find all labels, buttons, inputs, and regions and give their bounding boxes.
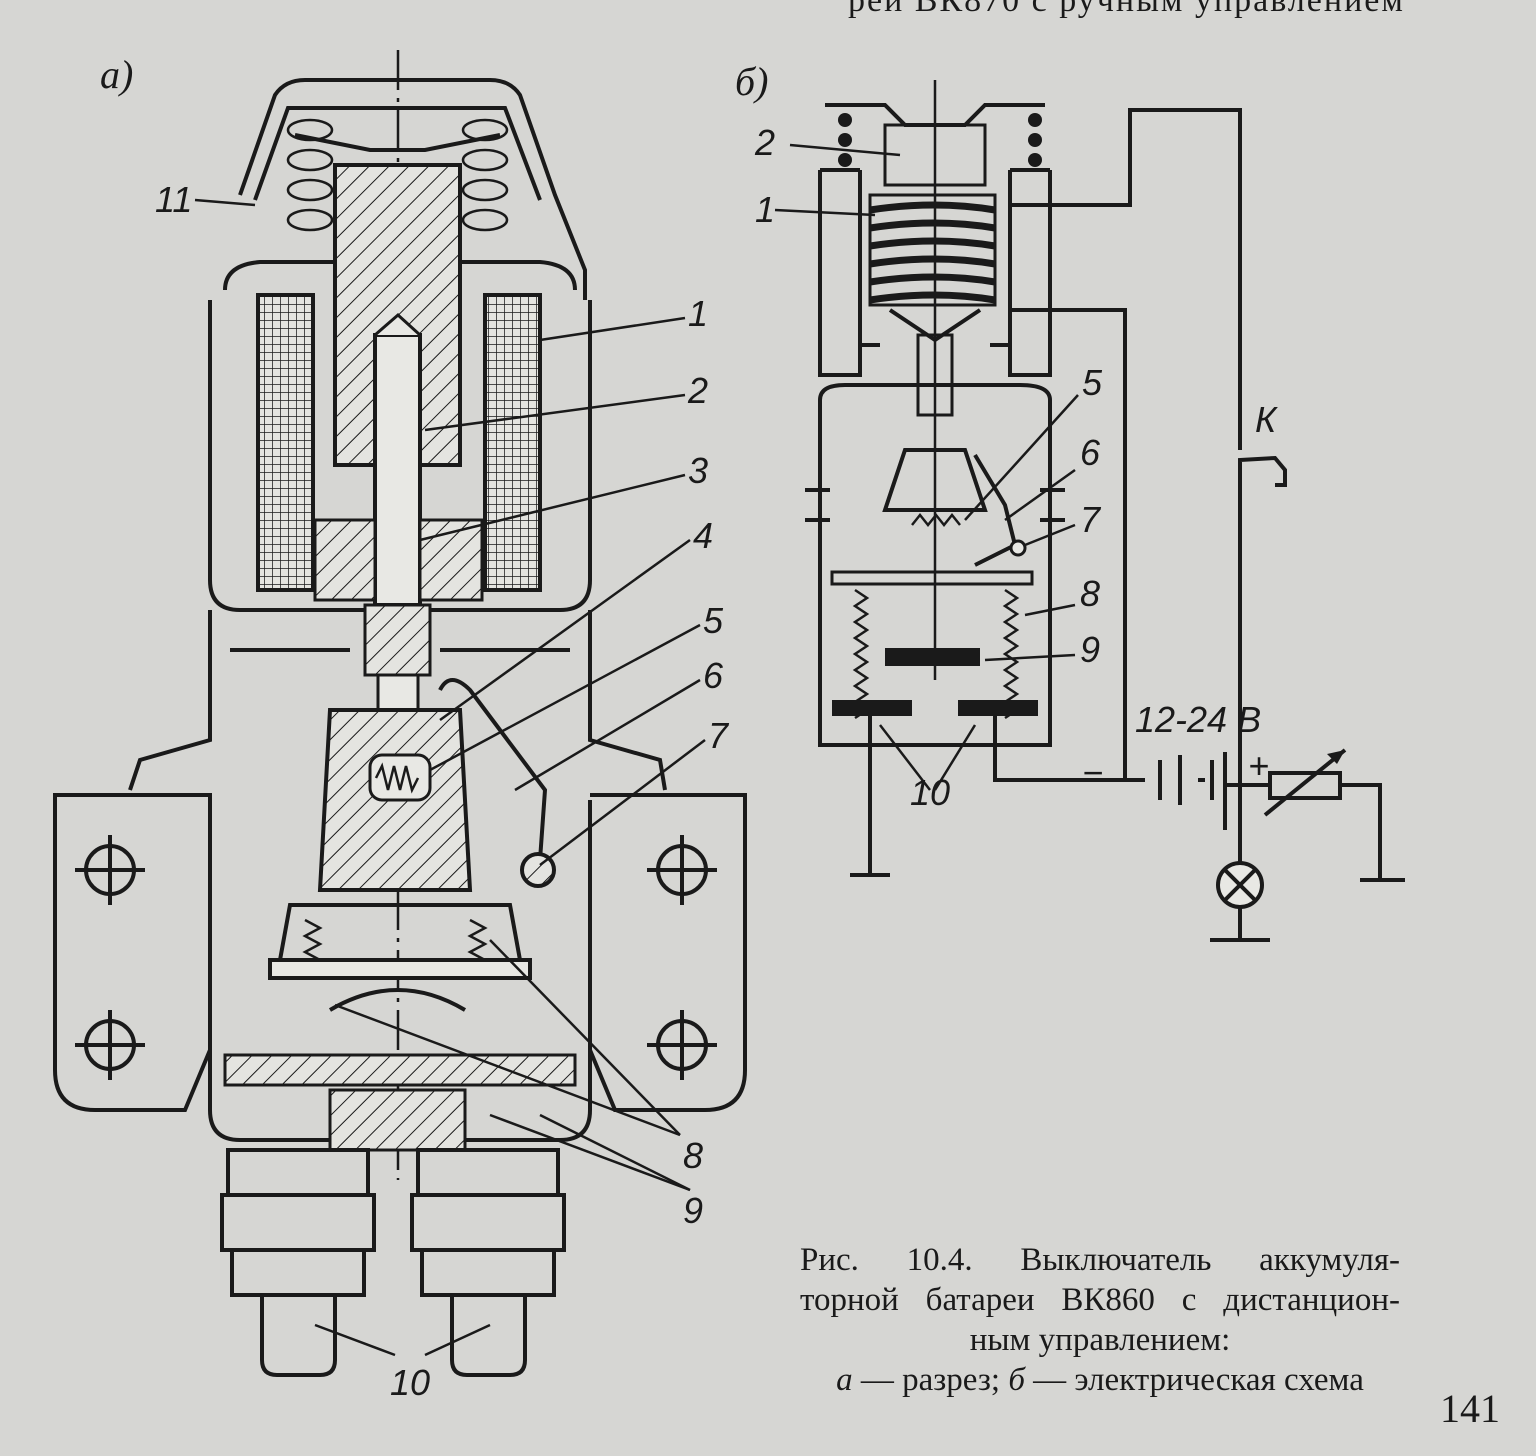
callout-a-10: 10	[390, 1362, 430, 1403]
caption-a-text: — разрез;	[852, 1362, 1009, 1398]
callout-a-7: 7	[708, 715, 730, 756]
figure-caption: Рис. 10.4. Выключатель аккумуля- торной …	[800, 1240, 1400, 1400]
callout-b-6: 6	[1080, 432, 1101, 473]
callout-b-10: 10	[910, 772, 950, 813]
caption-line-2: торной батареи ВК860 с дистанцион-	[800, 1282, 1400, 1318]
callout-b-9: 9	[1080, 629, 1100, 670]
caption-line-3: ным управлением:	[969, 1322, 1231, 1358]
callout-b-5: 5	[1082, 362, 1103, 403]
callout-a-5: 5	[703, 600, 724, 641]
panel-b-label: б)	[735, 59, 768, 104]
page-number: 141	[1440, 1386, 1500, 1431]
voltage-label: 12-24 В	[1135, 699, 1261, 740]
header-fragment: рей ВК870 с ручным управлением	[848, 0, 1405, 19]
callout-b-2: 2	[754, 122, 775, 163]
callout-b-1: 1	[755, 189, 775, 230]
callout-a-3: 3	[688, 450, 708, 491]
caption-line-4: а — разрез; б — электрическая схема	[800, 1360, 1400, 1400]
caption-b-key: б	[1008, 1362, 1025, 1398]
callout-a-11: 11	[155, 179, 192, 220]
callout-a-2: 2	[687, 370, 708, 411]
caption-a-key: а	[836, 1362, 853, 1398]
callout-a-8: 8	[683, 1135, 703, 1176]
callout-a-4: 4	[693, 515, 713, 556]
callout-b-7: 7	[1080, 499, 1102, 540]
panel-b-drawing: б)	[735, 59, 1405, 942]
minus-sign: −	[1082, 752, 1103, 793]
panel-a-label: а)	[100, 52, 133, 97]
callout-a-6: 6	[703, 655, 724, 696]
caption-line-1: Рис. 10.4. Выключатель аккумуля-	[800, 1242, 1400, 1278]
callout-b-8: 8	[1080, 573, 1100, 614]
panel-a-drawing: а)	[53, 50, 747, 1403]
callout-a-9: 9	[683, 1190, 703, 1231]
caption-b-text: — электрическая схема	[1024, 1362, 1364, 1398]
plus-sign: +	[1248, 745, 1269, 786]
callout-a-1: 1	[688, 293, 708, 334]
switch-label: К	[1255, 399, 1278, 440]
